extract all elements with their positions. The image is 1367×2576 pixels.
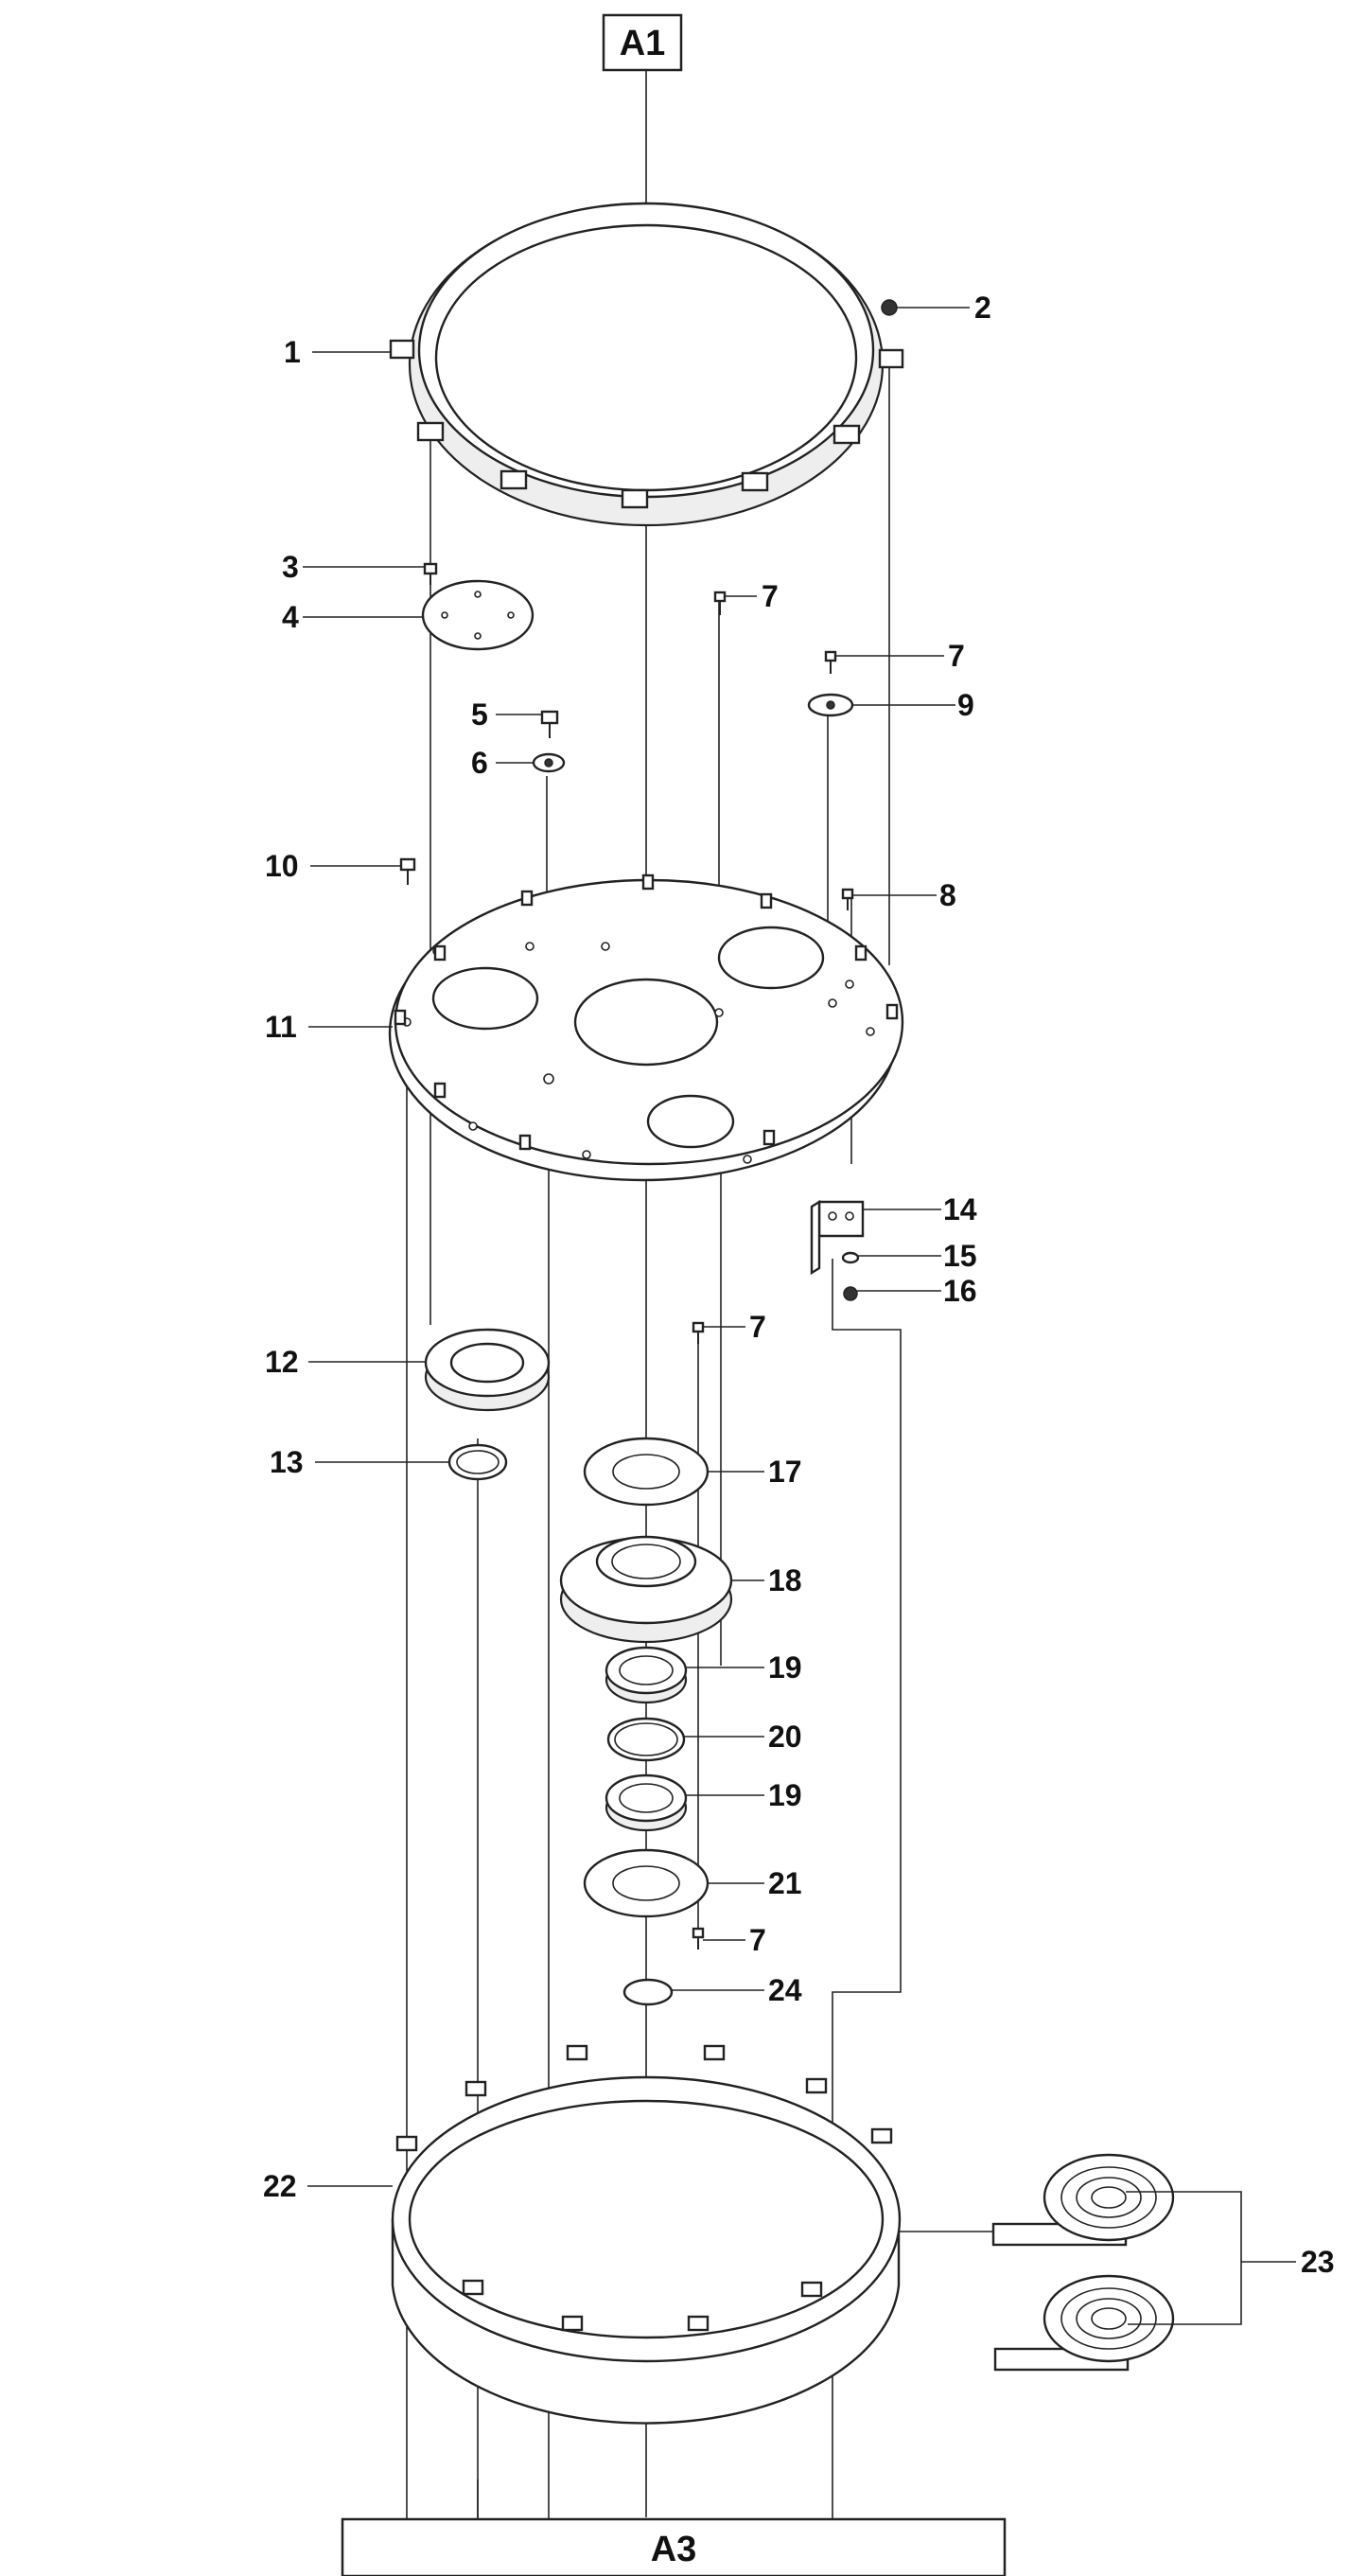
callout-20: 20 — [768, 1720, 802, 1754]
callout-7a: 7 — [762, 579, 779, 613]
section-box-a3: A3 — [341, 2517, 1007, 2576]
callout-24: 24 — [768, 1973, 802, 2007]
part-3-screw — [423, 562, 438, 585]
callout-12: 12 — [265, 1345, 299, 1379]
part-19-bearing-a — [605, 1646, 688, 1704]
callout-19b: 19 — [768, 1778, 802, 1812]
part-11-base-plate — [388, 873, 904, 1182]
callout-6: 6 — [471, 746, 488, 780]
part-4-cover-plate — [421, 579, 535, 651]
part-12-bearing-housing — [424, 1328, 551, 1412]
part-15-washer — [841, 1251, 860, 1264]
part-7-screw-d — [692, 1927, 705, 1950]
callout-17: 17 — [768, 1455, 802, 1489]
callout-4: 4 — [282, 600, 299, 634]
part-18-bearing-flange — [559, 1535, 733, 1644]
callout-3: 3 — [282, 550, 299, 584]
part-22-bottom-housing — [391, 2044, 902, 2425]
callout-19a: 19 — [768, 1650, 802, 1685]
callout-15: 15 — [943, 1239, 977, 1273]
callout-leaders — [303, 307, 1296, 2325]
callout-8: 8 — [939, 878, 956, 912]
part-23-tape-roll-upper — [991, 2153, 1175, 2247]
part-16-nut — [843, 1286, 858, 1301]
callout-9: 9 — [957, 688, 974, 722]
part-20-spacer-ring — [606, 1717, 686, 1762]
callout-7b: 7 — [948, 639, 965, 673]
part-6-washer — [532, 752, 566, 773]
callout-18: 18 — [768, 1563, 802, 1597]
callout-7c: 7 — [749, 1310, 766, 1344]
part-24-circlip — [622, 1978, 674, 2006]
callout-21: 21 — [768, 1866, 802, 1900]
part-23-tape-roll-lower — [993, 2274, 1175, 2372]
part-9-washer — [807, 693, 854, 717]
part-1-top-ring — [389, 202, 904, 527]
part-7-screw-c — [692, 1321, 705, 1344]
part-21-flange-plate — [583, 1848, 710, 1918]
part-14-bracket — [810, 1199, 865, 1276]
callout-5: 5 — [471, 697, 488, 732]
callout-2: 2 — [974, 291, 991, 325]
callout-1: 1 — [284, 335, 301, 369]
box-label-a1: A1 — [620, 24, 666, 63]
part-7-screw-b — [824, 650, 837, 674]
callout-10: 10 — [265, 849, 299, 883]
part-7-screw-a — [713, 591, 727, 615]
callout-16: 16 — [943, 1274, 977, 1308]
part-13-o-ring — [447, 1443, 508, 1481]
callout-14: 14 — [943, 1192, 977, 1226]
callout-numbers: 1 2 3 4 5 6 7 7 9 10 8 11 14 15 16 12 13… — [263, 291, 1335, 2279]
box-label-a3: A3 — [651, 2530, 697, 2569]
section-box-a1: A1 — [602, 13, 683, 72]
callout-11: 11 — [265, 1010, 297, 1044]
callout-23: 23 — [1301, 2245, 1335, 2279]
part-17-flange-plate — [583, 1437, 710, 1507]
part-5-bolt — [540, 710, 559, 738]
part-19-bearing-b — [605, 1773, 688, 1832]
callout-7d: 7 — [749, 1923, 766, 1957]
callout-13: 13 — [270, 1445, 304, 1479]
callout-22: 22 — [263, 2169, 297, 2203]
part-10-bolt — [399, 857, 416, 885]
part-8-screw — [841, 888, 854, 910]
